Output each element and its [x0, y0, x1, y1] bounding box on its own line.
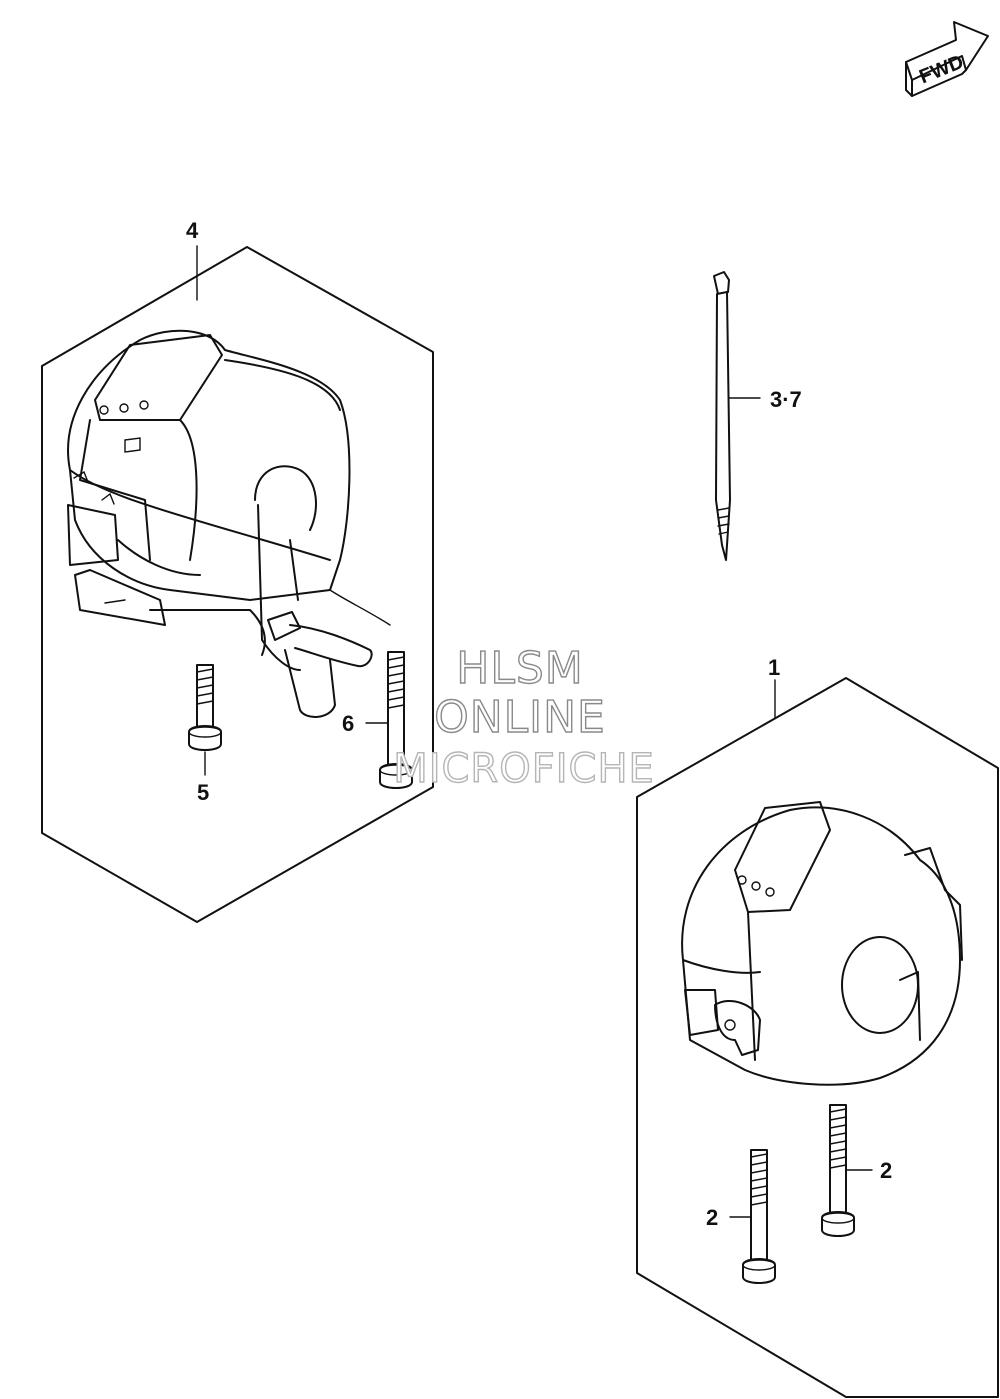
callout-3-7: 3·7 — [770, 387, 802, 412]
watermark: HLSM ONLINE MICROFICHE — [392, 642, 655, 792]
bolt-left-long — [379, 651, 413, 789]
watermark-line-2: ONLINE — [434, 692, 606, 743]
callout-2-lower: 2 — [706, 1205, 718, 1230]
callout-6: 6 — [342, 711, 354, 736]
bolt-right-upper — [821, 1104, 855, 1237]
callout-5: 5 — [197, 780, 209, 805]
assembly-frame-right — [636, 677, 999, 1398]
left-switch-housing — [67, 329, 391, 718]
callout-2-upper: 2 — [880, 1158, 892, 1183]
callout-1: 1 — [768, 655, 780, 680]
watermark-line-3: MICROFICHE — [393, 746, 655, 792]
assembly-frame-left — [41, 246, 434, 923]
cable-tie — [713, 271, 731, 561]
right-switch-housing — [681, 801, 963, 1086]
fwd-arrow-icon: FWD — [905, 21, 989, 97]
bolt-left-short — [188, 664, 222, 751]
bolt-right-lower — [742, 1149, 776, 1284]
watermark-line-1: HLSM — [456, 643, 584, 694]
callout-4: 4 — [186, 218, 199, 243]
